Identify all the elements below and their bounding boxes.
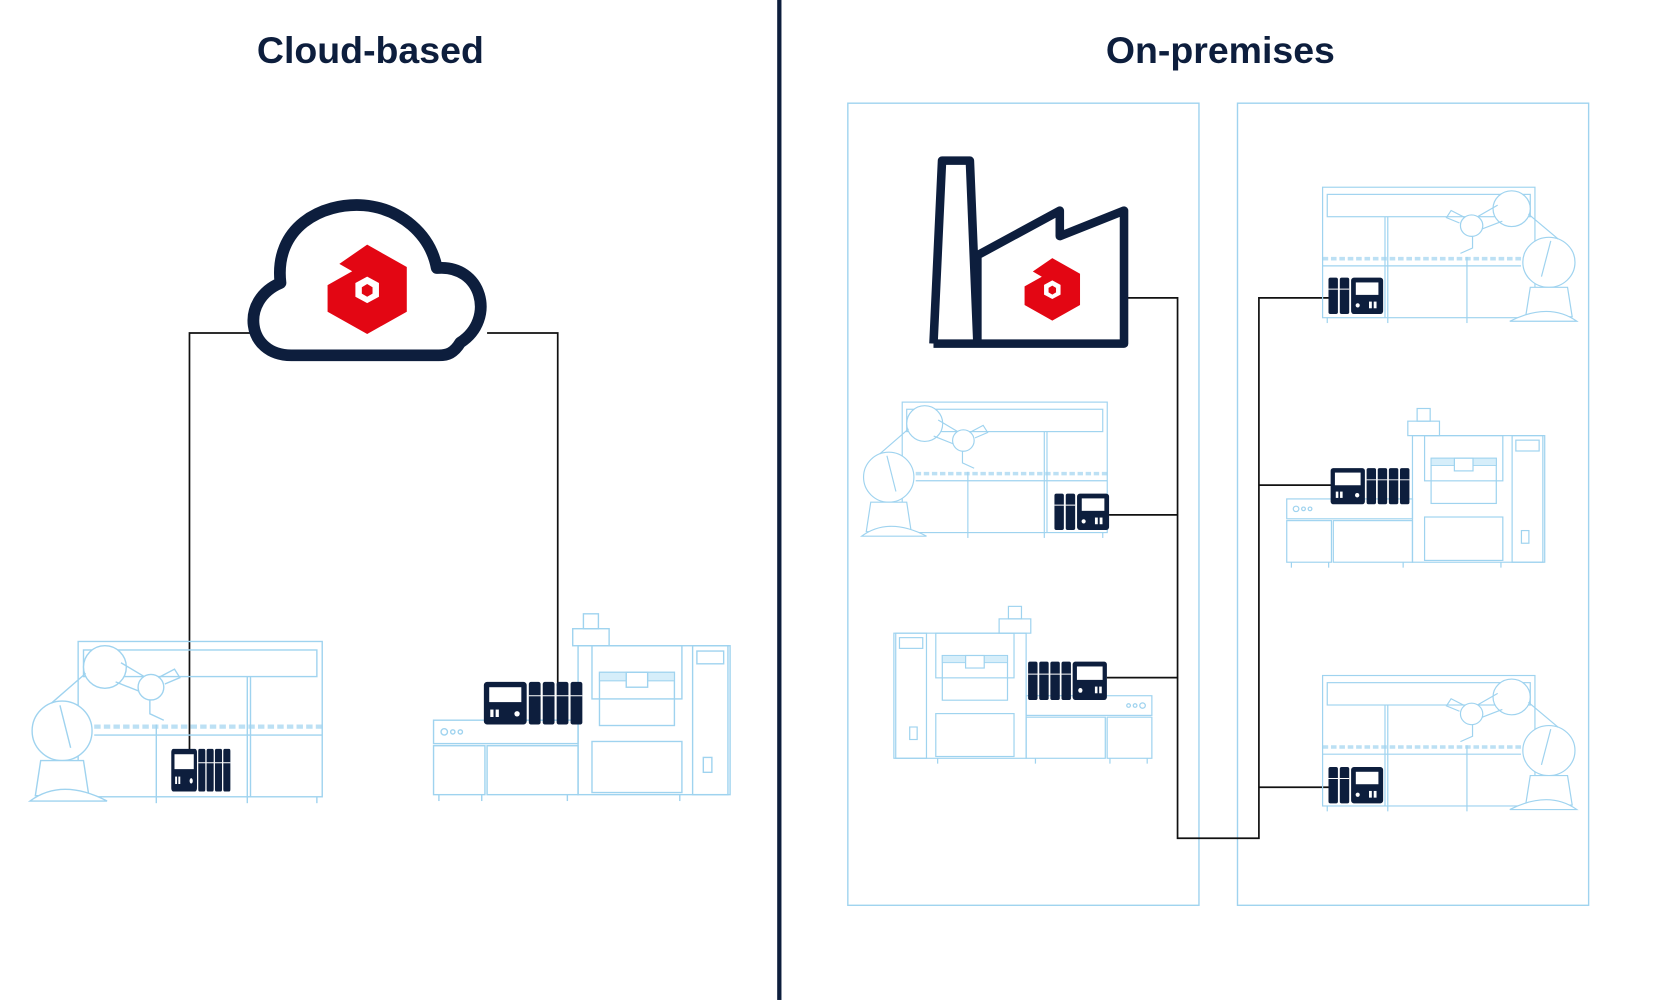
onprem-wires xyxy=(1106,297,1332,840)
controller-cloud-left xyxy=(170,748,231,792)
cnc-machine xyxy=(893,605,1153,765)
on-premises-title: On-premises xyxy=(1105,29,1335,72)
factory-site-box xyxy=(847,102,1200,906)
controller-remote-3 xyxy=(1328,766,1384,804)
controller-remote-1 xyxy=(1328,277,1384,315)
cloud-based-title: Cloud-based xyxy=(256,29,484,72)
section-divider xyxy=(777,0,782,1000)
controller-factory-2 xyxy=(1027,661,1108,701)
factory-icon xyxy=(929,156,1129,348)
controller-cloud-right xyxy=(483,681,583,725)
cloud-wires xyxy=(188,332,559,750)
cnc-machine xyxy=(1286,407,1546,569)
controller-factory-1 xyxy=(1053,493,1110,531)
remote-site-box xyxy=(1236,102,1590,906)
controller-remote-2 xyxy=(1330,467,1410,505)
